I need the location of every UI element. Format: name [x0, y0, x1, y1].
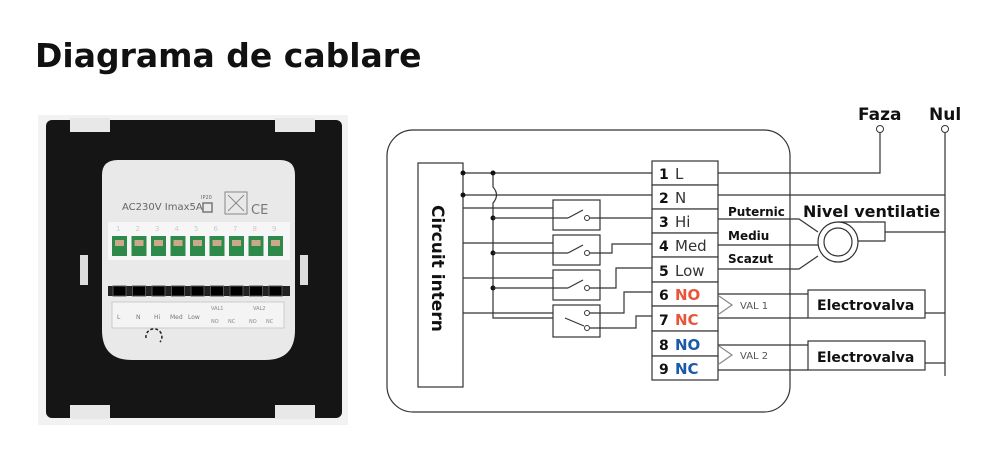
terminal-7: 7 NC	[651, 305, 719, 332]
relay-switch-icon	[552, 199, 601, 231]
terminal-label: NC	[675, 360, 699, 378]
fan-level-label: Nivel ventilatie	[803, 202, 940, 221]
device-terminal-number: 2	[136, 225, 140, 233]
terminal-label: Low	[675, 262, 705, 280]
weee-bin-icon	[224, 191, 248, 215]
relay-switch-icon	[552, 269, 601, 301]
terminal-label: NO	[675, 286, 700, 304]
device-terminal-number: 8	[253, 225, 257, 233]
changeover-relay-icon	[552, 304, 601, 338]
device-val2-label: VAL2	[253, 306, 266, 312]
device-nc-2: NC	[266, 319, 274, 325]
device-terminal-number: 1	[116, 225, 120, 233]
device-no-1: NO	[211, 319, 219, 325]
terminal-9: 9 NC	[651, 355, 719, 381]
device-terminal-number: 9	[272, 225, 276, 233]
device-terminal-label: Hi	[154, 314, 161, 321]
terminal-5: 5 Low	[651, 256, 719, 283]
device-terminal-number: 4	[175, 225, 180, 233]
relay-switch-icon	[552, 234, 601, 266]
device-terminal-label: Low	[188, 314, 200, 321]
terminal-number: 4	[659, 239, 669, 255]
val2-label: VAL 2	[740, 351, 768, 362]
device-terminal-label: Med	[170, 314, 183, 321]
ce-mark: CE	[251, 203, 268, 218]
page-title: Diagrama de cablare	[35, 36, 421, 75]
device-rating: AC230V Imax5A	[122, 202, 203, 213]
fan-icon	[817, 221, 886, 263]
speed-medium-label: Mediu	[728, 229, 769, 243]
internal-circuit-box	[417, 162, 464, 388]
speed-low-label: Scazut	[728, 252, 773, 266]
device-terminal-label: N	[136, 314, 141, 321]
terminal-number: 8	[659, 338, 669, 354]
device-terminal-number: 6	[214, 225, 219, 233]
internal-circuit-label: Circuit intern	[427, 205, 447, 332]
device-ip-rating: IP20	[201, 195, 212, 201]
terminal-label: NC	[675, 311, 699, 329]
valve-1-box	[807, 289, 926, 319]
terminal-number: 9	[659, 362, 669, 378]
device-terminal-number: 7	[233, 225, 237, 233]
valve-2-box	[807, 340, 926, 371]
terminal-4: 4 Med	[651, 232, 719, 258]
terminal-number: 2	[659, 191, 669, 207]
device-no-2: NO	[249, 319, 257, 325]
terminal-3: 3 Hi	[651, 208, 719, 234]
terminal-label: N	[675, 189, 686, 207]
terminal-number: 7	[659, 313, 669, 329]
terminal-label: L	[675, 165, 684, 183]
terminal-8: 8 NO	[651, 330, 719, 357]
device-terminal-label: L	[117, 314, 121, 321]
device-nc-1: NC	[228, 319, 236, 325]
terminal-label: NO	[675, 336, 700, 354]
terminal-number: 6	[659, 288, 669, 304]
terminal-number: 1	[659, 167, 669, 183]
terminal-6: 6 NO	[651, 281, 719, 307]
neutral-label: Nul	[929, 105, 961, 125]
phase-label: Faza	[858, 105, 901, 125]
valve-1-label: Electrovalva	[817, 298, 914, 314]
device-val1-label: VAL1	[211, 306, 224, 312]
terminal-number: 3	[659, 215, 669, 231]
thermostat-back-photo: AC230V Imax5A IP20 CE 1 2 3 4 5 6 7 8 9 L N Hi Med L…	[38, 115, 348, 425]
terminal-label: Hi	[675, 213, 690, 231]
valve-2-label: Electrovalva	[817, 350, 914, 366]
device-terminal-number: 3	[155, 225, 159, 233]
terminal-label: Med	[675, 237, 707, 255]
speed-high-label: Puternic	[728, 205, 785, 219]
val1-label: VAL 1	[740, 301, 768, 312]
device-terminal-number: 5	[194, 225, 198, 233]
terminal-number: 5	[659, 264, 669, 280]
